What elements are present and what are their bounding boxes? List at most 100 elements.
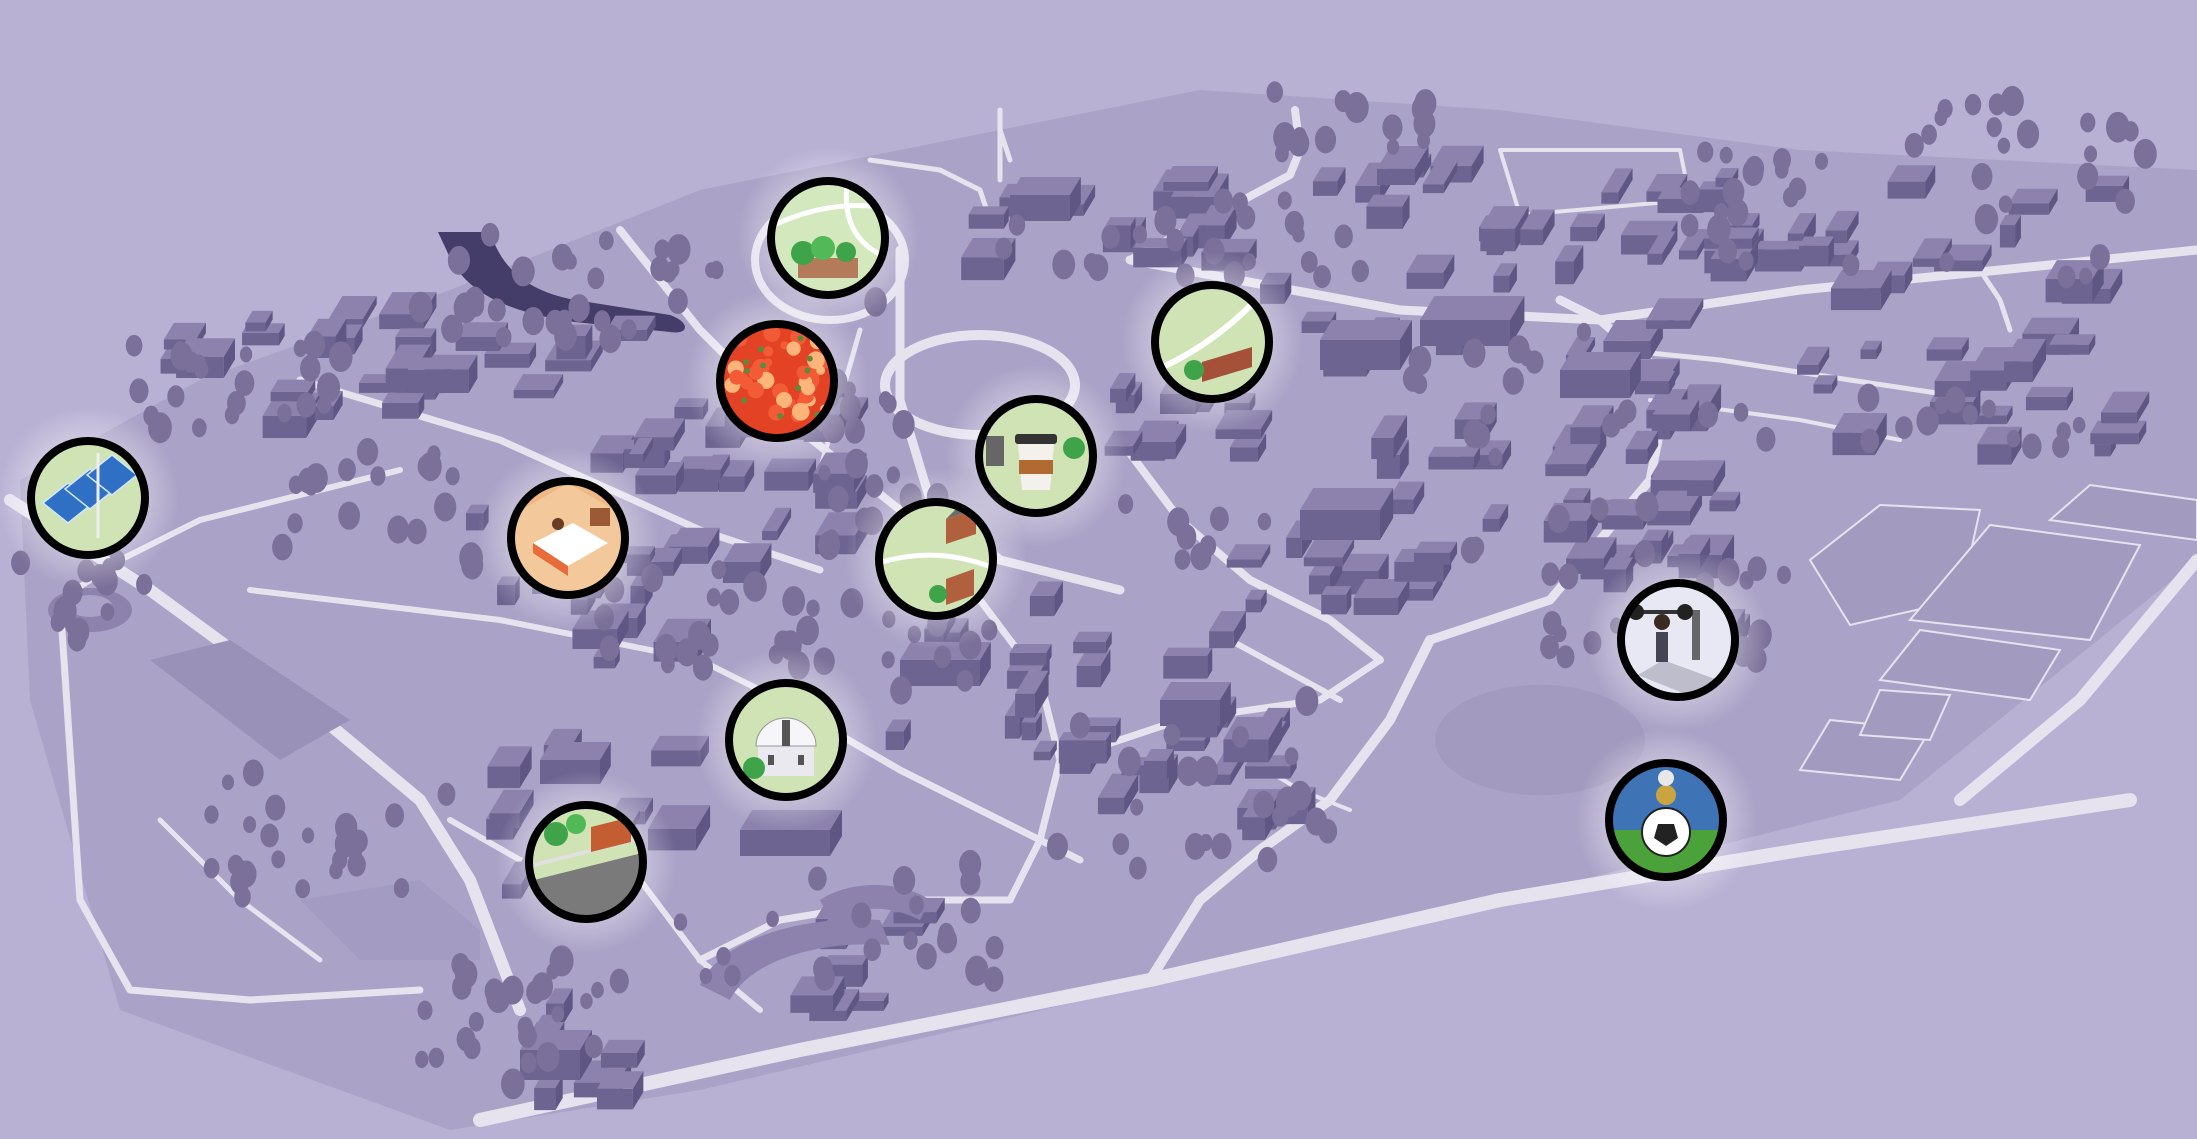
tree	[2016, 119, 2040, 149]
tree	[301, 827, 315, 844]
building	[1646, 298, 1704, 329]
tree	[916, 943, 937, 970]
tree	[545, 309, 565, 335]
tree	[1292, 126, 1307, 146]
bedroom-icon	[513, 483, 623, 593]
tree	[125, 334, 143, 357]
marker-plaza[interactable]	[495, 771, 677, 953]
tree	[1756, 426, 1776, 452]
tree	[936, 927, 958, 954]
tree	[676, 638, 698, 667]
building	[513, 374, 564, 399]
marker-green-park[interactable]	[845, 468, 1027, 650]
tree	[1974, 203, 1999, 235]
marker-flower-bed[interactable]	[686, 290, 868, 472]
marker-solar-panels[interactable]	[0, 407, 179, 589]
tree	[260, 823, 279, 848]
tree	[551, 1005, 565, 1023]
tree	[1556, 645, 1575, 669]
tree	[1232, 192, 1248, 213]
tree	[303, 330, 326, 359]
tree	[193, 359, 209, 379]
tree	[295, 879, 311, 899]
tree	[408, 291, 433, 323]
building	[484, 342, 537, 368]
tree	[2133, 138, 2157, 169]
marker-football[interactable]	[1575, 729, 1757, 911]
tree	[417, 454, 436, 478]
tree	[317, 395, 332, 414]
building	[700, 919, 890, 1000]
road	[56, 596, 424, 1004]
tree	[67, 627, 87, 652]
tree	[454, 959, 478, 989]
tree	[481, 222, 500, 247]
building	[1303, 538, 1355, 567]
tree	[1815, 152, 1829, 170]
tree	[1253, 790, 1275, 819]
tree	[393, 878, 410, 899]
tree	[300, 355, 321, 382]
tree	[983, 966, 1004, 992]
tree	[1284, 747, 1299, 766]
building	[1686, 460, 1726, 496]
building	[629, 437, 653, 463]
tree	[338, 458, 356, 482]
tree	[1177, 756, 1200, 787]
tree	[1962, 404, 1978, 425]
building	[1388, 481, 1425, 515]
building	[1209, 610, 1246, 649]
tree	[143, 405, 159, 426]
building	[1143, 748, 1174, 781]
building	[1625, 430, 1659, 464]
tree	[1174, 549, 1191, 570]
building	[1033, 740, 1057, 761]
tree	[298, 467, 318, 494]
tree	[192, 418, 207, 438]
tree	[1519, 348, 1534, 367]
tree	[1502, 367, 1524, 395]
tree	[1351, 259, 1369, 283]
tree	[2084, 145, 2098, 163]
building	[1754, 240, 1807, 272]
tree	[441, 314, 463, 343]
tree	[459, 542, 483, 574]
marker-accommodation[interactable]	[477, 447, 659, 629]
tree	[1463, 419, 1486, 448]
marker-ring	[1617, 579, 1739, 701]
tree	[329, 861, 343, 880]
building	[1353, 579, 1410, 615]
building	[1830, 269, 1892, 311]
tree	[517, 1016, 534, 1037]
plaza-icon	[531, 814, 641, 917]
marker-campus-buildings[interactable]	[1121, 251, 1303, 433]
building	[1312, 167, 1346, 196]
tree	[338, 501, 360, 530]
tree	[654, 239, 671, 260]
marker-gym[interactable]	[1587, 549, 1769, 731]
tree	[1273, 122, 1297, 152]
road	[867, 157, 993, 223]
tree	[599, 231, 614, 251]
tree	[2090, 244, 2110, 270]
building	[2004, 338, 2047, 383]
tree	[1284, 210, 1304, 236]
tree	[204, 805, 219, 824]
tree	[774, 630, 792, 653]
tree	[591, 981, 604, 999]
tree	[1842, 253, 1860, 277]
building	[1010, 177, 1081, 221]
tree	[235, 860, 257, 888]
tree	[959, 849, 982, 879]
building	[1015, 670, 1049, 718]
tree	[1934, 109, 1948, 127]
tree	[221, 774, 235, 791]
tree	[909, 895, 924, 915]
tree	[287, 513, 303, 534]
building	[596, 1071, 644, 1110]
marker-observatory[interactable]	[695, 649, 877, 831]
tree	[719, 589, 740, 615]
tree	[2022, 433, 2042, 459]
tree	[1547, 612, 1561, 629]
marker-garden-path[interactable]	[737, 147, 919, 329]
